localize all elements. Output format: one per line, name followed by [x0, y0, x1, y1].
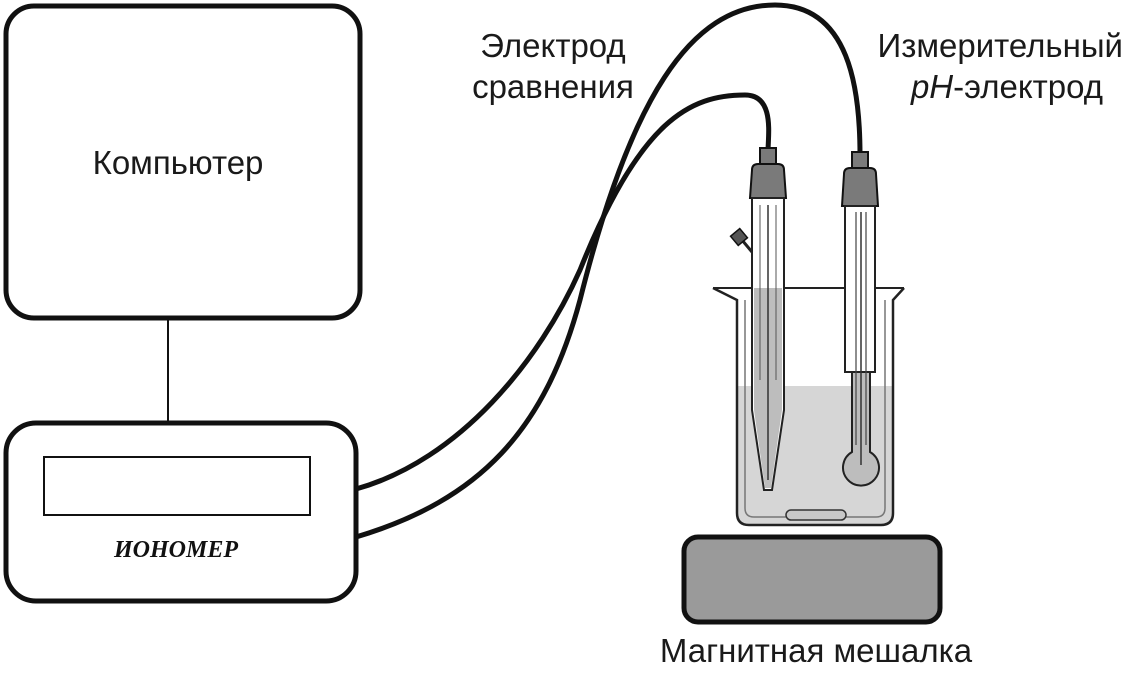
reference-electrode-plug	[729, 227, 749, 247]
ph-electrode-cap	[840, 167, 880, 207]
reference-electrode-label-line1: Электрод	[480, 27, 625, 64]
reference-electrode	[729, 147, 788, 491]
magnetic-stirrer-label: Магнитная мешалка	[660, 632, 973, 669]
computer-box	[3, 3, 363, 321]
ionomer-label: ИОНОМЕР	[113, 537, 238, 563]
measuring-electrode-label-line1: Измерительный	[877, 27, 1123, 64]
reference-electrode-label-line2: сравнения	[472, 68, 634, 105]
measuring-electrode-label-line2: pH-электрод	[910, 68, 1103, 105]
ionomer-display	[43, 456, 311, 516]
ph-electrode	[840, 151, 880, 487]
reference-electrode-side-port	[740, 239, 754, 253]
reference-electrode-cable	[353, 92, 772, 492]
computer-label: Компьютер	[93, 144, 264, 181]
ph-italic-label: pH	[910, 68, 953, 105]
electrode-suffix-label: -электрод	[953, 68, 1103, 105]
stir-bar	[785, 509, 847, 521]
beaker	[712, 286, 905, 527]
ph-electrode-body	[844, 205, 876, 373]
reference-electrode-cap	[748, 163, 788, 199]
measuring-electrode-cable	[353, 2, 863, 540]
magnetic-stirrer	[681, 534, 943, 625]
